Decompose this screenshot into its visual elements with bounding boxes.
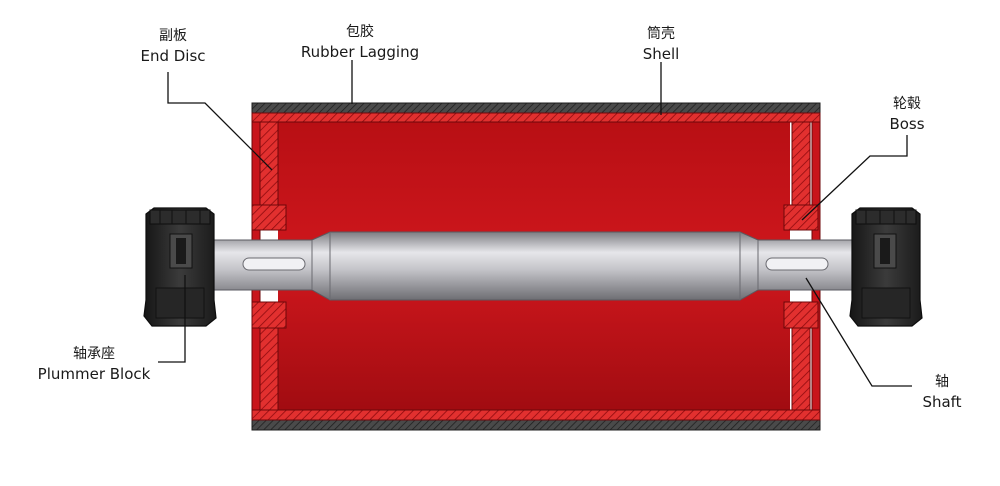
boss-right-upper bbox=[783, 204, 819, 231]
rubber-lagging-bottom bbox=[251, 419, 821, 431]
plummer-block-right bbox=[849, 207, 923, 327]
keyway-right bbox=[765, 257, 829, 271]
shell-top bbox=[251, 112, 821, 123]
shell-bottom bbox=[251, 409, 821, 421]
boss-left-lower bbox=[251, 301, 287, 329]
label-boss-zh: 轮毂 bbox=[893, 96, 921, 112]
boss-left-upper bbox=[251, 204, 287, 231]
label-shaft-en: Shaft bbox=[922, 393, 962, 411]
leader-lines bbox=[158, 60, 912, 387]
keyway-left bbox=[242, 257, 306, 271]
label-shaft: 轴 Shaft bbox=[912, 372, 972, 412]
label-boss-en: Boss bbox=[889, 115, 925, 133]
leader-plummer-block bbox=[158, 275, 186, 363]
label-rubber-lagging-en: Rubber Lagging bbox=[300, 43, 420, 61]
label-plummer-block-zh: 轴承座 bbox=[73, 346, 115, 362]
leader-shaft bbox=[805, 277, 912, 387]
label-end-disc: 副板 End Disc bbox=[128, 26, 218, 66]
label-shell-en: Shell bbox=[642, 45, 680, 63]
label-rubber-lagging: 包胶 Rubber Lagging bbox=[290, 22, 430, 62]
label-rubber-lagging-zh: 包胶 bbox=[346, 24, 374, 40]
boss-right-lower bbox=[783, 301, 819, 329]
plummer-block-left bbox=[143, 207, 217, 327]
label-end-disc-zh: 副板 bbox=[159, 28, 187, 44]
shaft bbox=[211, 231, 863, 301]
label-shell-zh: 筒壳 bbox=[647, 26, 675, 42]
leader-boss bbox=[801, 135, 908, 221]
label-boss: 轮毂 Boss bbox=[876, 94, 938, 134]
label-plummer-block: 轴承座 Plummer Block bbox=[26, 344, 162, 384]
label-shaft-zh: 轴 bbox=[935, 374, 949, 390]
label-end-disc-en: End Disc bbox=[140, 47, 206, 65]
label-shell: 筒壳 Shell bbox=[630, 24, 692, 64]
leader-end-disc bbox=[167, 72, 273, 171]
label-plummer-block-en: Plummer Block bbox=[37, 365, 151, 383]
rubber-lagging-top bbox=[251, 102, 821, 114]
